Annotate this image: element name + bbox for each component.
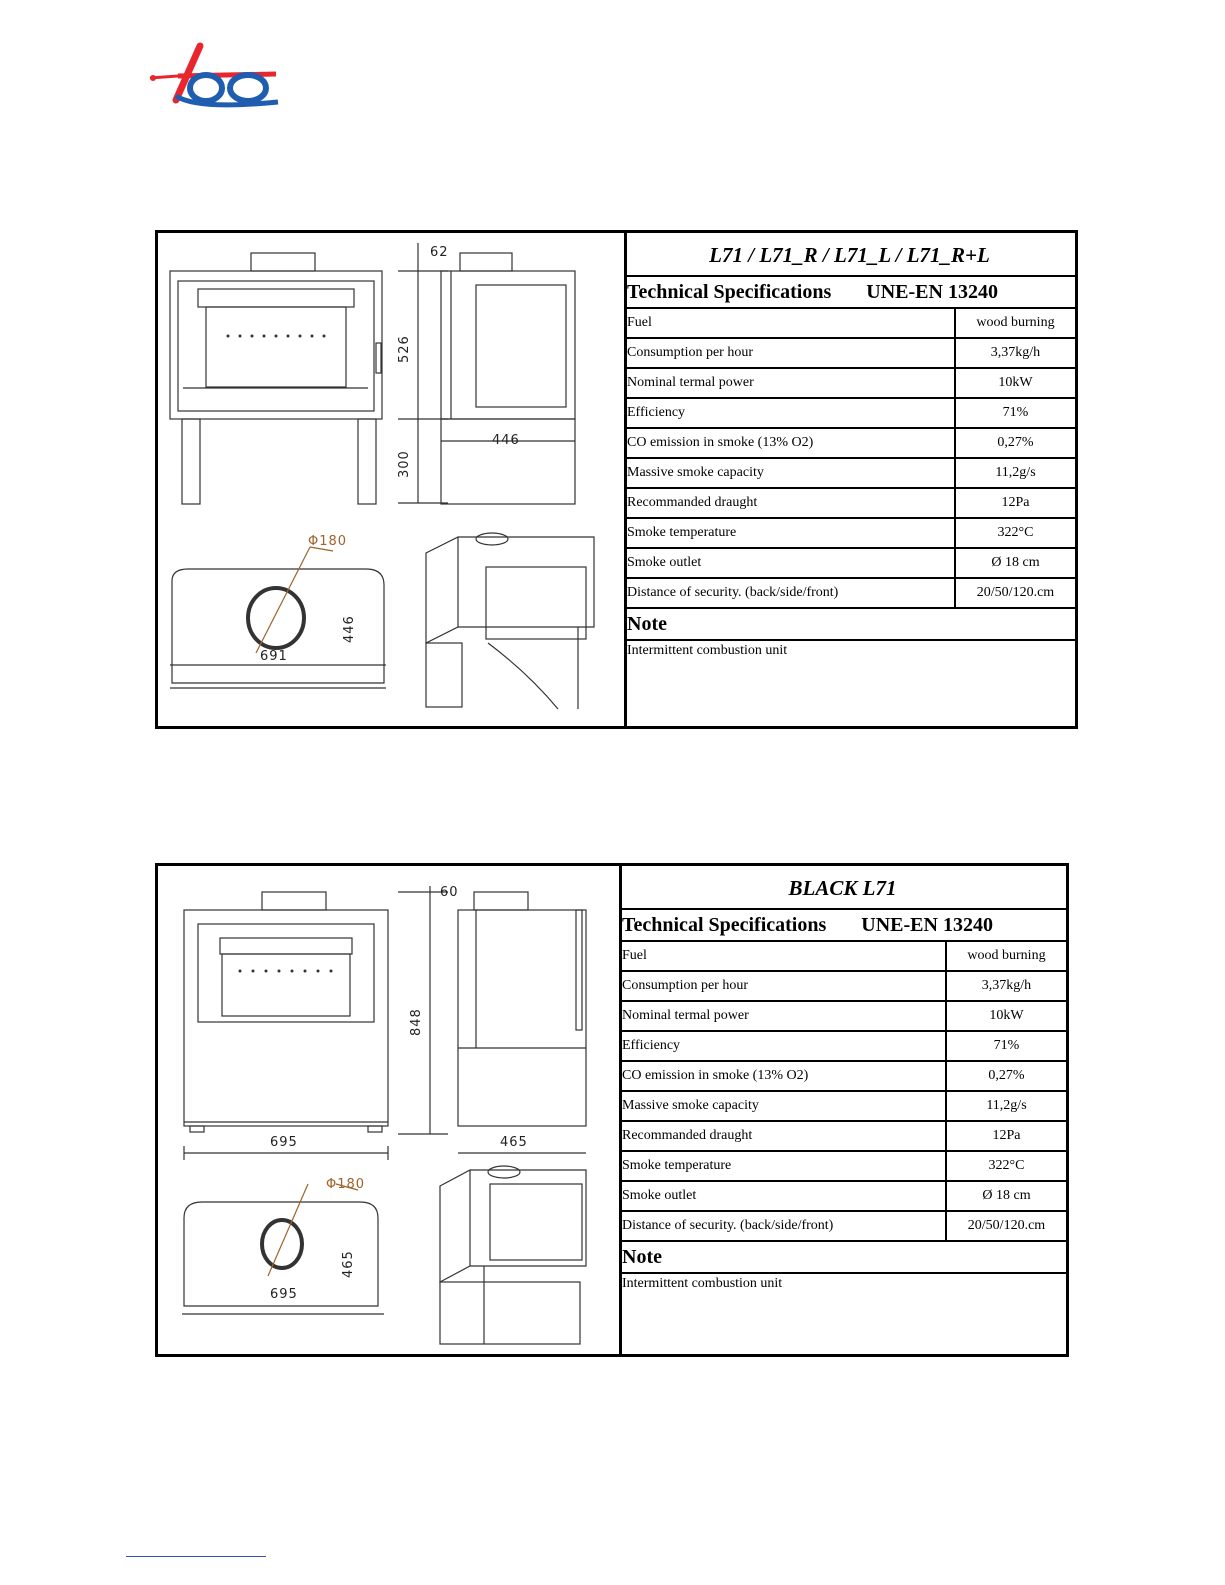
- spec-label: CO emission in smoke (13% O2): [624, 428, 955, 459]
- spec-label: Distance of security. (back/side/front): [624, 578, 955, 609]
- spec-title: Technical Specifications: [627, 281, 832, 303]
- spec-heading: Technical Specifications UNE-EN 13240: [619, 910, 1066, 942]
- spec-label: Consumption per hour: [624, 338, 955, 369]
- spec-label: CO emission in smoke (13% O2): [619, 1061, 946, 1092]
- spec-value: Ø 18 cm: [954, 548, 1075, 579]
- table-row: CO emission in smoke (13% O2)0,27%: [619, 1061, 1066, 1092]
- spec-value: wood burning: [954, 309, 1075, 339]
- spec-label: Efficiency: [624, 398, 955, 429]
- spec-label: Recommanded draught: [624, 488, 955, 519]
- dim-height-label: 848: [409, 1008, 424, 1036]
- dim-depth-label: 446: [492, 433, 520, 448]
- spec-value: 12Pa: [945, 1121, 1066, 1152]
- dim-depth-label: 465: [500, 1135, 528, 1150]
- spec-value: 12Pa: [954, 488, 1075, 519]
- spec-label: Nominal termal power: [619, 1001, 946, 1032]
- dim-top-depth-label: 446: [342, 615, 357, 643]
- dim-top-depth-label: 465: [341, 1250, 356, 1278]
- table-row: CO emission in smoke (13% O2)0,27%: [624, 428, 1075, 459]
- model-title: BLACK L71: [619, 866, 1066, 910]
- leo-logo: [149, 42, 279, 108]
- spec-value: 11,2g/s: [954, 458, 1075, 489]
- spec-sheet-black-l71: 60 848 695 465 Φ180 695 465 BLACK L71 Te…: [155, 863, 1069, 1357]
- spec-heading: Technical Specifications UNE-EN 13240: [624, 277, 1075, 309]
- spec-label: Efficiency: [619, 1031, 946, 1062]
- dim-top-label: 62: [430, 245, 449, 260]
- spec-label: Massive smoke capacity: [624, 458, 955, 489]
- dim-width-label: 691: [260, 649, 288, 664]
- spec-label: Smoke outlet: [624, 548, 955, 579]
- table-row: Distance of security. (back/side/front)2…: [624, 578, 1075, 609]
- spec-label: Smoke temperature: [619, 1151, 946, 1182]
- technical-drawing: 60 848 695 465 Φ180 695 465: [158, 866, 622, 1354]
- spec-value: wood burning: [945, 942, 1066, 972]
- spec-label: Smoke temperature: [624, 518, 955, 549]
- spec-label: Distance of security. (back/side/front): [619, 1211, 946, 1242]
- spec-value: 10kW: [954, 368, 1075, 399]
- spec-value: 3,37kg/h: [954, 338, 1075, 369]
- note-text: Intermittent combustion unit: [622, 1276, 783, 1291]
- note-heading: Note: [624, 609, 1075, 641]
- spec-label: Massive smoke capacity: [619, 1091, 946, 1122]
- spec-label: Fuel: [624, 309, 955, 339]
- spec-label: Recommanded draught: [619, 1121, 946, 1152]
- spec-label: Fuel: [619, 942, 946, 972]
- spec-value: 20/50/120.cm: [954, 578, 1075, 609]
- spec-value: 322°C: [945, 1151, 1066, 1182]
- stove-drawing-black-l71: 60 848 695 465 Φ180 695 465: [182, 885, 587, 1345]
- spec-value: 11,2g/s: [945, 1091, 1066, 1122]
- spec-value: 71%: [954, 398, 1075, 429]
- spec-value: Ø 18 cm: [945, 1181, 1066, 1212]
- spec-label: Consumption per hour: [619, 971, 946, 1002]
- spec-value: 0,27%: [954, 428, 1075, 459]
- dim-top-width-label: 695: [270, 1287, 298, 1302]
- spec-standard: UNE-EN 13240: [866, 281, 998, 303]
- technical-drawing: 62 526 300 446 Φ180 691 446: [158, 233, 627, 726]
- dim-body-height-label: 526: [397, 335, 412, 363]
- spec-value: 10kW: [945, 1001, 1066, 1032]
- spec-title: Technical Specifications: [622, 914, 827, 936]
- note-text: Intermittent combustion unit: [627, 643, 788, 658]
- stove-drawing-l71: 62 526 300 446 Φ180 691 446: [169, 243, 595, 710]
- spec-value: 71%: [945, 1031, 1066, 1062]
- table-row: Distance of security. (back/side/front)2…: [619, 1211, 1066, 1242]
- dim-leg-height-label: 300: [397, 450, 412, 478]
- model-title: L71 / L71_R / L71_L / L71_R+L: [624, 233, 1075, 277]
- spec-value: 322°C: [954, 518, 1075, 549]
- dim-diameter-label: Φ180: [308, 534, 347, 549]
- spec-value: 20/50/120.cm: [945, 1211, 1066, 1242]
- spec-panel: BLACK L71 Technical Specifications UNE-E…: [619, 866, 1066, 1354]
- spec-label: Nominal termal power: [624, 368, 955, 399]
- dim-top-label: 60: [440, 885, 459, 900]
- dim-width-label: 695: [270, 1135, 298, 1150]
- spec-value: 0,27%: [945, 1061, 1066, 1092]
- spec-standard: UNE-EN 13240: [861, 914, 993, 936]
- spec-sheet-l71: 62 526 300 446 Φ180 691 446 L71 / L71_R …: [155, 230, 1078, 729]
- note-heading: Note: [619, 1242, 1066, 1274]
- footer-link-underline[interactable]: [126, 1556, 266, 1557]
- spec-value: 3,37kg/h: [945, 971, 1066, 1002]
- spec-panel: L71 / L71_R / L71_L / L71_R+L Technical …: [624, 233, 1075, 726]
- spec-label: Smoke outlet: [619, 1181, 946, 1212]
- dim-diameter-label: Φ180: [326, 1177, 365, 1192]
